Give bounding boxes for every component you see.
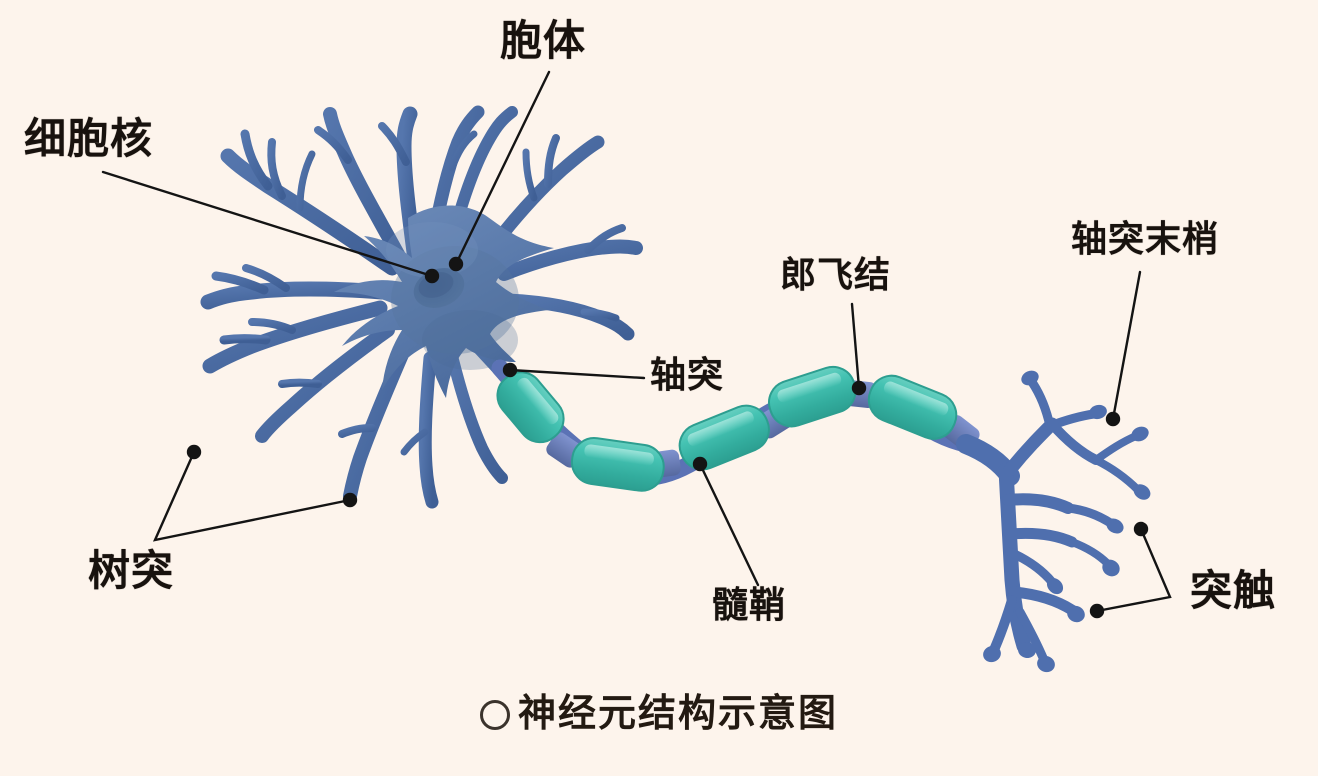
leader-node [850,302,861,390]
leader-nucleus [101,170,434,278]
label-dendrite: 树突 [88,546,175,595]
figure-title: 神经元结构示意图 [517,691,838,735]
figure-caption: 神经元结构示意图 [0,694,1318,732]
leader-soma [454,70,551,266]
leader-dot-nucleus [424,268,440,284]
leader-dot-myelin [692,456,708,472]
myelin-sheath-group [496,365,958,492]
label-synapse: 突触 [1190,566,1277,615]
leader-dot-terminal [1105,411,1121,427]
label-soma: 胞体 [500,16,587,65]
leader-dot-node [851,380,867,396]
label-node-of-ranvier: 郎飞结 [780,255,892,296]
leader-lines [101,70,1172,619]
label-axon: 轴突 [650,355,725,396]
leader-myelin [698,462,760,587]
circle-marker-icon [479,700,510,730]
leader-axon [508,368,646,380]
label-nucleus: 细胞核 [24,114,154,163]
label-axon-terminal: 轴突末梢 [1071,219,1220,260]
cell-body [334,205,554,398]
terminal-boutons [983,370,1151,673]
leader-dot-axon [502,362,518,378]
leader-dot-soma [448,256,464,272]
bracket-dendrite [152,450,352,542]
leader-terminal [1111,270,1142,421]
label-myelin-sheath: 髓鞘 [712,585,787,626]
bracket-synapse [1095,527,1172,613]
